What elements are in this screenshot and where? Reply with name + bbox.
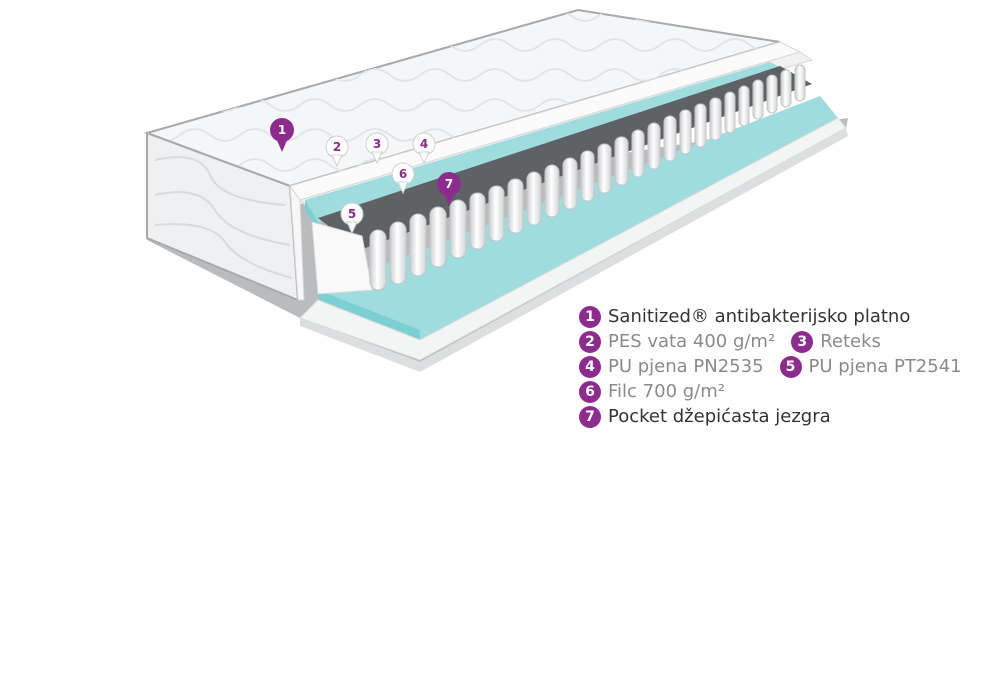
svg-text:4: 4	[420, 137, 428, 151]
callout-pin-2: 2	[325, 135, 349, 168]
legend-row: 6 Filc 700 g/m²	[579, 379, 978, 404]
callout-pin-1: 1	[270, 118, 294, 152]
layer-legend: 1 Sanitized® antibakterijsko platno 2 PE…	[579, 304, 978, 429]
legend-label: PU pjena PT2541	[808, 355, 962, 377]
legend-label: Sanitized® antibakterijsko platno	[608, 305, 911, 327]
legend-row: 4 PU pjena PN2535 5 PU pjena PT2541	[579, 354, 978, 379]
number-badge: 6	[579, 380, 601, 403]
legend-item-2: 2 PES vata 400 g/m²	[579, 330, 776, 353]
callout-pin-4: 4	[412, 132, 436, 165]
legend-label: Pocket džepićasta jezgra	[608, 405, 831, 427]
legend-label: PU pjena PN2535	[608, 355, 764, 377]
number-badge: 7	[579, 405, 601, 428]
svg-text:2: 2	[333, 140, 341, 154]
svg-text:6: 6	[399, 167, 407, 181]
pu-foam-block	[311, 221, 373, 295]
foam-bottom	[318, 96, 838, 340]
legend-item-5: 5 PU pjena PT2541	[779, 355, 962, 378]
legend-label: Reteks	[820, 330, 881, 352]
legend-item-4: 4 PU pjena PN2535	[579, 355, 764, 378]
pocket-springs	[369, 64, 806, 291]
lower-white-layer	[299, 117, 847, 361]
legend-label: PES vata 400 g/m²	[608, 330, 776, 352]
svg-text:3: 3	[373, 137, 381, 151]
number-badge: 3	[791, 330, 814, 353]
number-badge: 4	[579, 355, 601, 378]
svg-text:1: 1	[278, 123, 286, 137]
svg-text:7: 7	[445, 177, 453, 191]
legend-item-3: 3 Reteks	[791, 330, 881, 353]
legend-row: 7 Pocket džepićasta jezgra	[579, 404, 978, 429]
legend-item-6: 6 Filc 700 g/m²	[579, 380, 725, 403]
legend-item-1: 1 Sanitized® antibakterijsko platno	[579, 305, 911, 328]
legend-row: 2 PES vata 400 g/m² 3 Reteks	[579, 329, 978, 354]
number-badge: 2	[579, 330, 601, 353]
number-badge: 5	[779, 355, 802, 378]
callout-pin-6: 6	[391, 162, 415, 195]
legend-row: 1 Sanitized® antibakterijsko platno	[579, 304, 978, 329]
callout-pin-3: 3	[365, 132, 389, 165]
callout-pin-5: 5	[340, 202, 364, 235]
legend-label: Filc 700 g/m²	[608, 380, 725, 402]
number-badge: 1	[579, 305, 601, 328]
callout-pin-7: 7	[437, 172, 461, 206]
svg-text:5: 5	[348, 207, 356, 221]
legend-item-7: 7 Pocket džepićasta jezgra	[579, 405, 831, 428]
